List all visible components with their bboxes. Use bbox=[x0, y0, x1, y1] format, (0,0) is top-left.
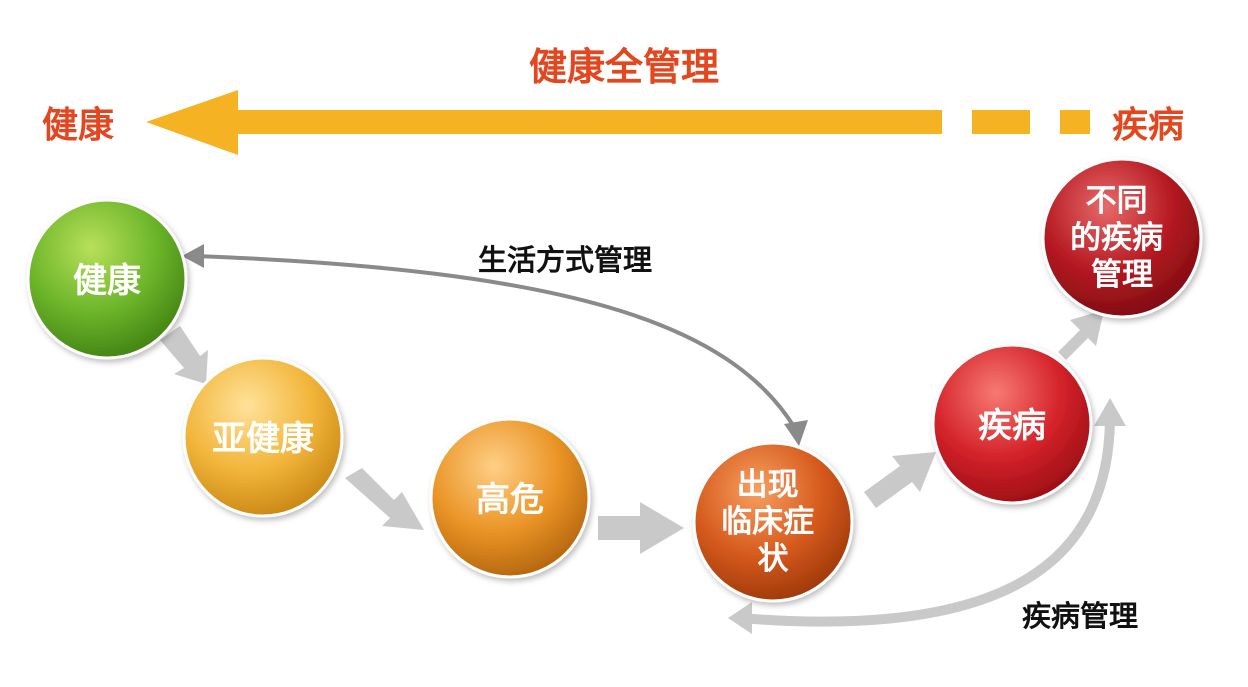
node-disease-line-1: 疾病 bbox=[978, 406, 1046, 446]
node-diff-disease-line-1: 不同 bbox=[1086, 183, 1148, 219]
node-diff-disease-label: 不同 的疾病 管理 bbox=[1070, 183, 1174, 293]
node-symptoms-label: 出现 临床症 状 bbox=[721, 467, 825, 577]
node-sub-healthy-circle bbox=[182, 356, 344, 518]
node-disease-circle bbox=[931, 343, 1093, 505]
main-arrow-dash-1 bbox=[972, 110, 1030, 134]
node-symptoms-circle bbox=[692, 441, 854, 603]
node-disease-label: 疾病 bbox=[978, 406, 1046, 446]
node-sub-healthy-line-1: 亚健康 bbox=[212, 419, 314, 459]
node-high-risk-line-1: 高危 bbox=[476, 480, 544, 520]
lifestyle-management-arrow bbox=[182, 244, 808, 446]
flow-arrow-symptoms-to-disease bbox=[864, 452, 936, 508]
node-healthy: 健康 bbox=[26, 198, 188, 360]
node-symptoms: 出现 临床症 状 bbox=[692, 441, 854, 603]
flow-arrow-healthy-to-subhealthy bbox=[160, 326, 208, 384]
node-sub-healthy: 亚健康 bbox=[182, 356, 344, 518]
node-high-risk-label: 高危 bbox=[476, 480, 544, 520]
main-arrow-body bbox=[146, 90, 942, 155]
node-diff-disease: 不同 的疾病 管理 bbox=[1041, 157, 1203, 319]
node-disease: 疾病 bbox=[931, 343, 1093, 505]
main-direction-arrow bbox=[146, 90, 1090, 155]
node-symptoms-line-2: 临床症 bbox=[721, 504, 814, 540]
main-title: 健康全管理 bbox=[529, 45, 719, 89]
disease-management-label: 疾病管理 bbox=[1022, 599, 1138, 633]
node-high-risk: 高危 bbox=[429, 417, 591, 579]
node-diff-disease-line-3: 管理 bbox=[1091, 257, 1153, 293]
node-healthy-line-1: 健康 bbox=[73, 261, 141, 301]
disease-management-arrow bbox=[728, 398, 1126, 634]
node-sub-healthy-label: 亚健康 bbox=[212, 419, 314, 459]
node-high-risk-circle bbox=[429, 417, 591, 579]
node-healthy-circle bbox=[26, 198, 188, 360]
flow-arrow-disease-to-diffdisease bbox=[1058, 310, 1104, 360]
main-arrow-dash-2 bbox=[1060, 110, 1090, 134]
node-diff-disease-line-2: 的疾病 bbox=[1070, 220, 1163, 256]
disease-end-label: 疾病 bbox=[1112, 105, 1184, 146]
node-diff-disease-circle bbox=[1041, 157, 1203, 319]
node-healthy-label: 健康 bbox=[73, 261, 141, 301]
node-symptoms-line-1: 出现 bbox=[737, 467, 799, 503]
health-end-label: 健康 bbox=[42, 104, 114, 146]
lifestyle-management-label: 生活方式管理 bbox=[478, 243, 652, 277]
flow-arrow-subhealthy-to-highrisk bbox=[345, 468, 424, 530]
node-symptoms-line-3: 状 bbox=[758, 541, 790, 577]
flow-arrow-highrisk-to-symptoms bbox=[598, 502, 684, 554]
